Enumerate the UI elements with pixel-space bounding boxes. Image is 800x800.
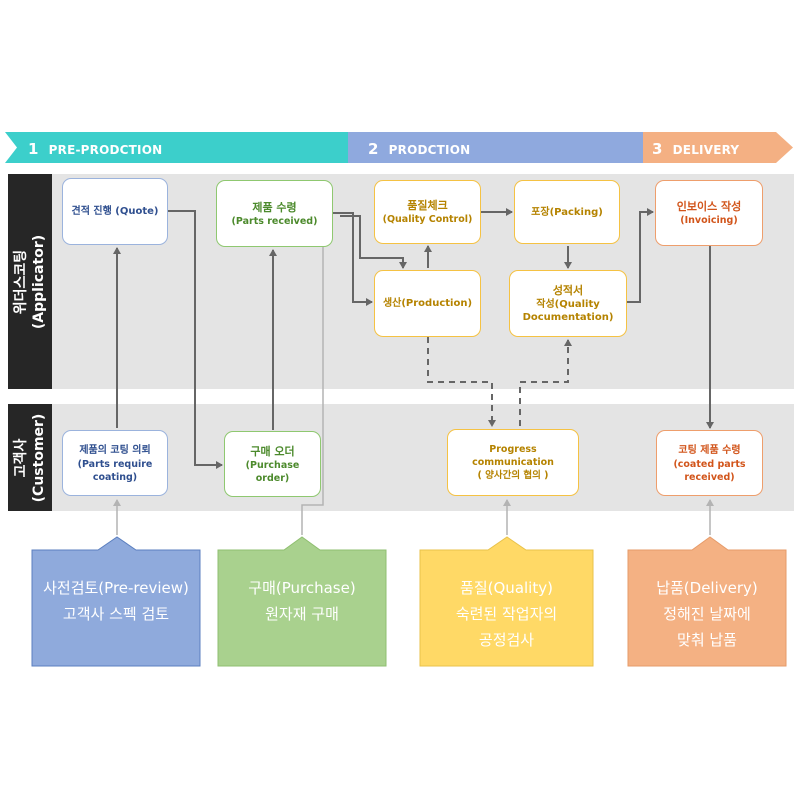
arrow-doc-to-invoice <box>627 208 654 303</box>
arrow-received-to-quality <box>340 215 407 269</box>
phase-2-chevron <box>348 132 643 163</box>
dashed-progress-to-doc <box>519 339 572 426</box>
node-quote: 견적 진행 (Quote) <box>62 178 168 245</box>
node-parts-received: 제품 수령 (Parts received) <box>216 180 333 247</box>
node-coated-parts-received: 코팅 제품 수령 (coated parts received) <box>656 430 763 496</box>
callout-delivery-shape <box>627 536 787 667</box>
callout-preview-shape <box>31 536 201 667</box>
callout-quality-text: 품질(Quality) 숙련된 작업자의 공정검사 <box>455 579 558 649</box>
callout-quality-shape <box>419 536 594 667</box>
node-coating-request: 제품의 코팅 의뢰 (Parts require coating) <box>62 430 168 496</box>
phase-1-chevron <box>5 132 350 163</box>
applicator-lane-label: 위더스코팅 (Applicator) <box>8 174 52 389</box>
arrow-quote-to-purchase <box>168 210 223 469</box>
dashed-production-to-progress <box>427 337 496 427</box>
phase-3-chevron <box>643 132 793 163</box>
node-progress-communication: Progress communication ( 양사간의 협의 ) <box>447 429 579 496</box>
callout-preview-text: 사전검토(Pre-review) 고객사 스펙 검토 <box>43 579 189 623</box>
node-production: 생산(Production) <box>374 270 481 337</box>
node-quality-check: 품질체크 (Quality Control) <box>374 180 481 244</box>
pointer-purchase <box>301 224 327 535</box>
customer-lane-label: 고객사 (Customer) <box>8 404 52 511</box>
callout-delivery-text: 납품(Delivery) 정해진 날짜에 맞춰 납품 <box>656 579 758 649</box>
node-purchase-order: 구매 오더 (Purchase order) <box>224 431 321 497</box>
node-invoicing: 인보이스 작성 (Invoicing) <box>655 180 763 246</box>
callout-purchase-text: 구매(Purchase) 원자재 구매 <box>248 579 356 623</box>
node-quality-documentation: 성적서 작성(Quality Documentation) <box>509 270 627 337</box>
node-packing: 포장(Packing) <box>514 180 620 244</box>
callout-purchase-shape <box>217 536 387 667</box>
arrow-received-to-production <box>333 212 373 306</box>
